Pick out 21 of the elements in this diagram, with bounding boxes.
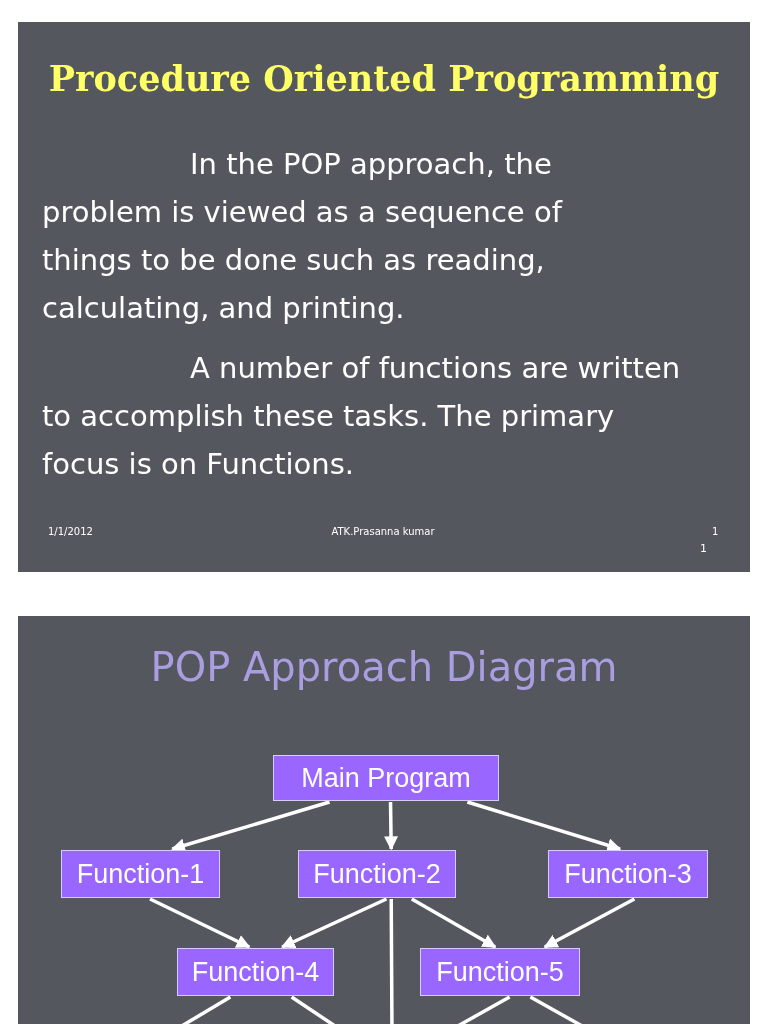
arrow: [543, 897, 636, 949]
paragraph: In the POP approach, the problem is viewed as a sequence of things to be done such as reading, calculating, and printing.: [42, 146, 564, 327]
slide-number: 1: [712, 526, 719, 537]
footer-author: ATK.Prasanna kumar: [330, 526, 436, 537]
slide-title: Procedure Oriented Programming: [47, 58, 721, 99]
slide-title: POP Approach Diagram: [149, 644, 619, 690]
arrow: [149, 897, 251, 949]
process-box: Function-5: [420, 948, 580, 996]
arrow: [466, 800, 622, 852]
process-box: Function-1: [61, 850, 220, 898]
slide-number: 1: [700, 542, 707, 555]
arrow: [410, 897, 497, 949]
footer-date: 1/1/2012: [48, 526, 93, 537]
process-box: Function-2: [298, 850, 456, 898]
connector-line: [389, 899, 394, 1024]
arrow: [280, 897, 388, 949]
process-box: Function-4: [177, 948, 334, 996]
arrow: [384, 801, 399, 851]
process-box: Function-3: [548, 850, 708, 898]
paragraph: A number of functions are written to accomplish these tasks. The primary focus is on Functions.: [42, 350, 682, 483]
process-box: Main Program: [273, 755, 499, 801]
